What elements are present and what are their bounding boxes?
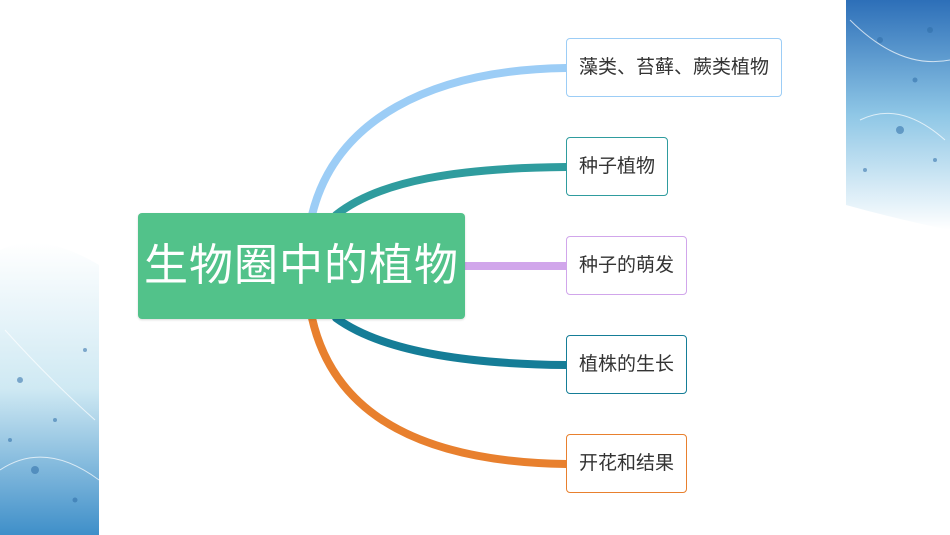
branch-label-4: 植株的生长 [579, 353, 675, 375]
branch-label-5: 开花和结果 [579, 452, 675, 474]
branch-label-3: 种子的萌发 [579, 254, 675, 276]
branch-node-2[interactable]: 种子植物 [566, 137, 669, 196]
connector-5 [308, 314, 570, 468]
branch-label-1: 藻类、苔藓、蕨类植物 [579, 56, 770, 78]
connector-2 [332, 163, 570, 219]
branch-node-3[interactable]: 种子的萌发 [566, 236, 688, 295]
branch-node-4[interactable]: 植株的生长 [566, 335, 688, 394]
connector-4 [332, 314, 570, 369]
branch-node-5[interactable]: 开花和结果 [566, 434, 688, 493]
root-node[interactable]: 生物圈中的植物 [138, 213, 465, 319]
branch-node-1[interactable]: 藻类、苔藓、蕨类植物 [566, 38, 783, 97]
branch-label-2: 种子植物 [579, 155, 656, 177]
connector-1 [308, 64, 570, 219]
